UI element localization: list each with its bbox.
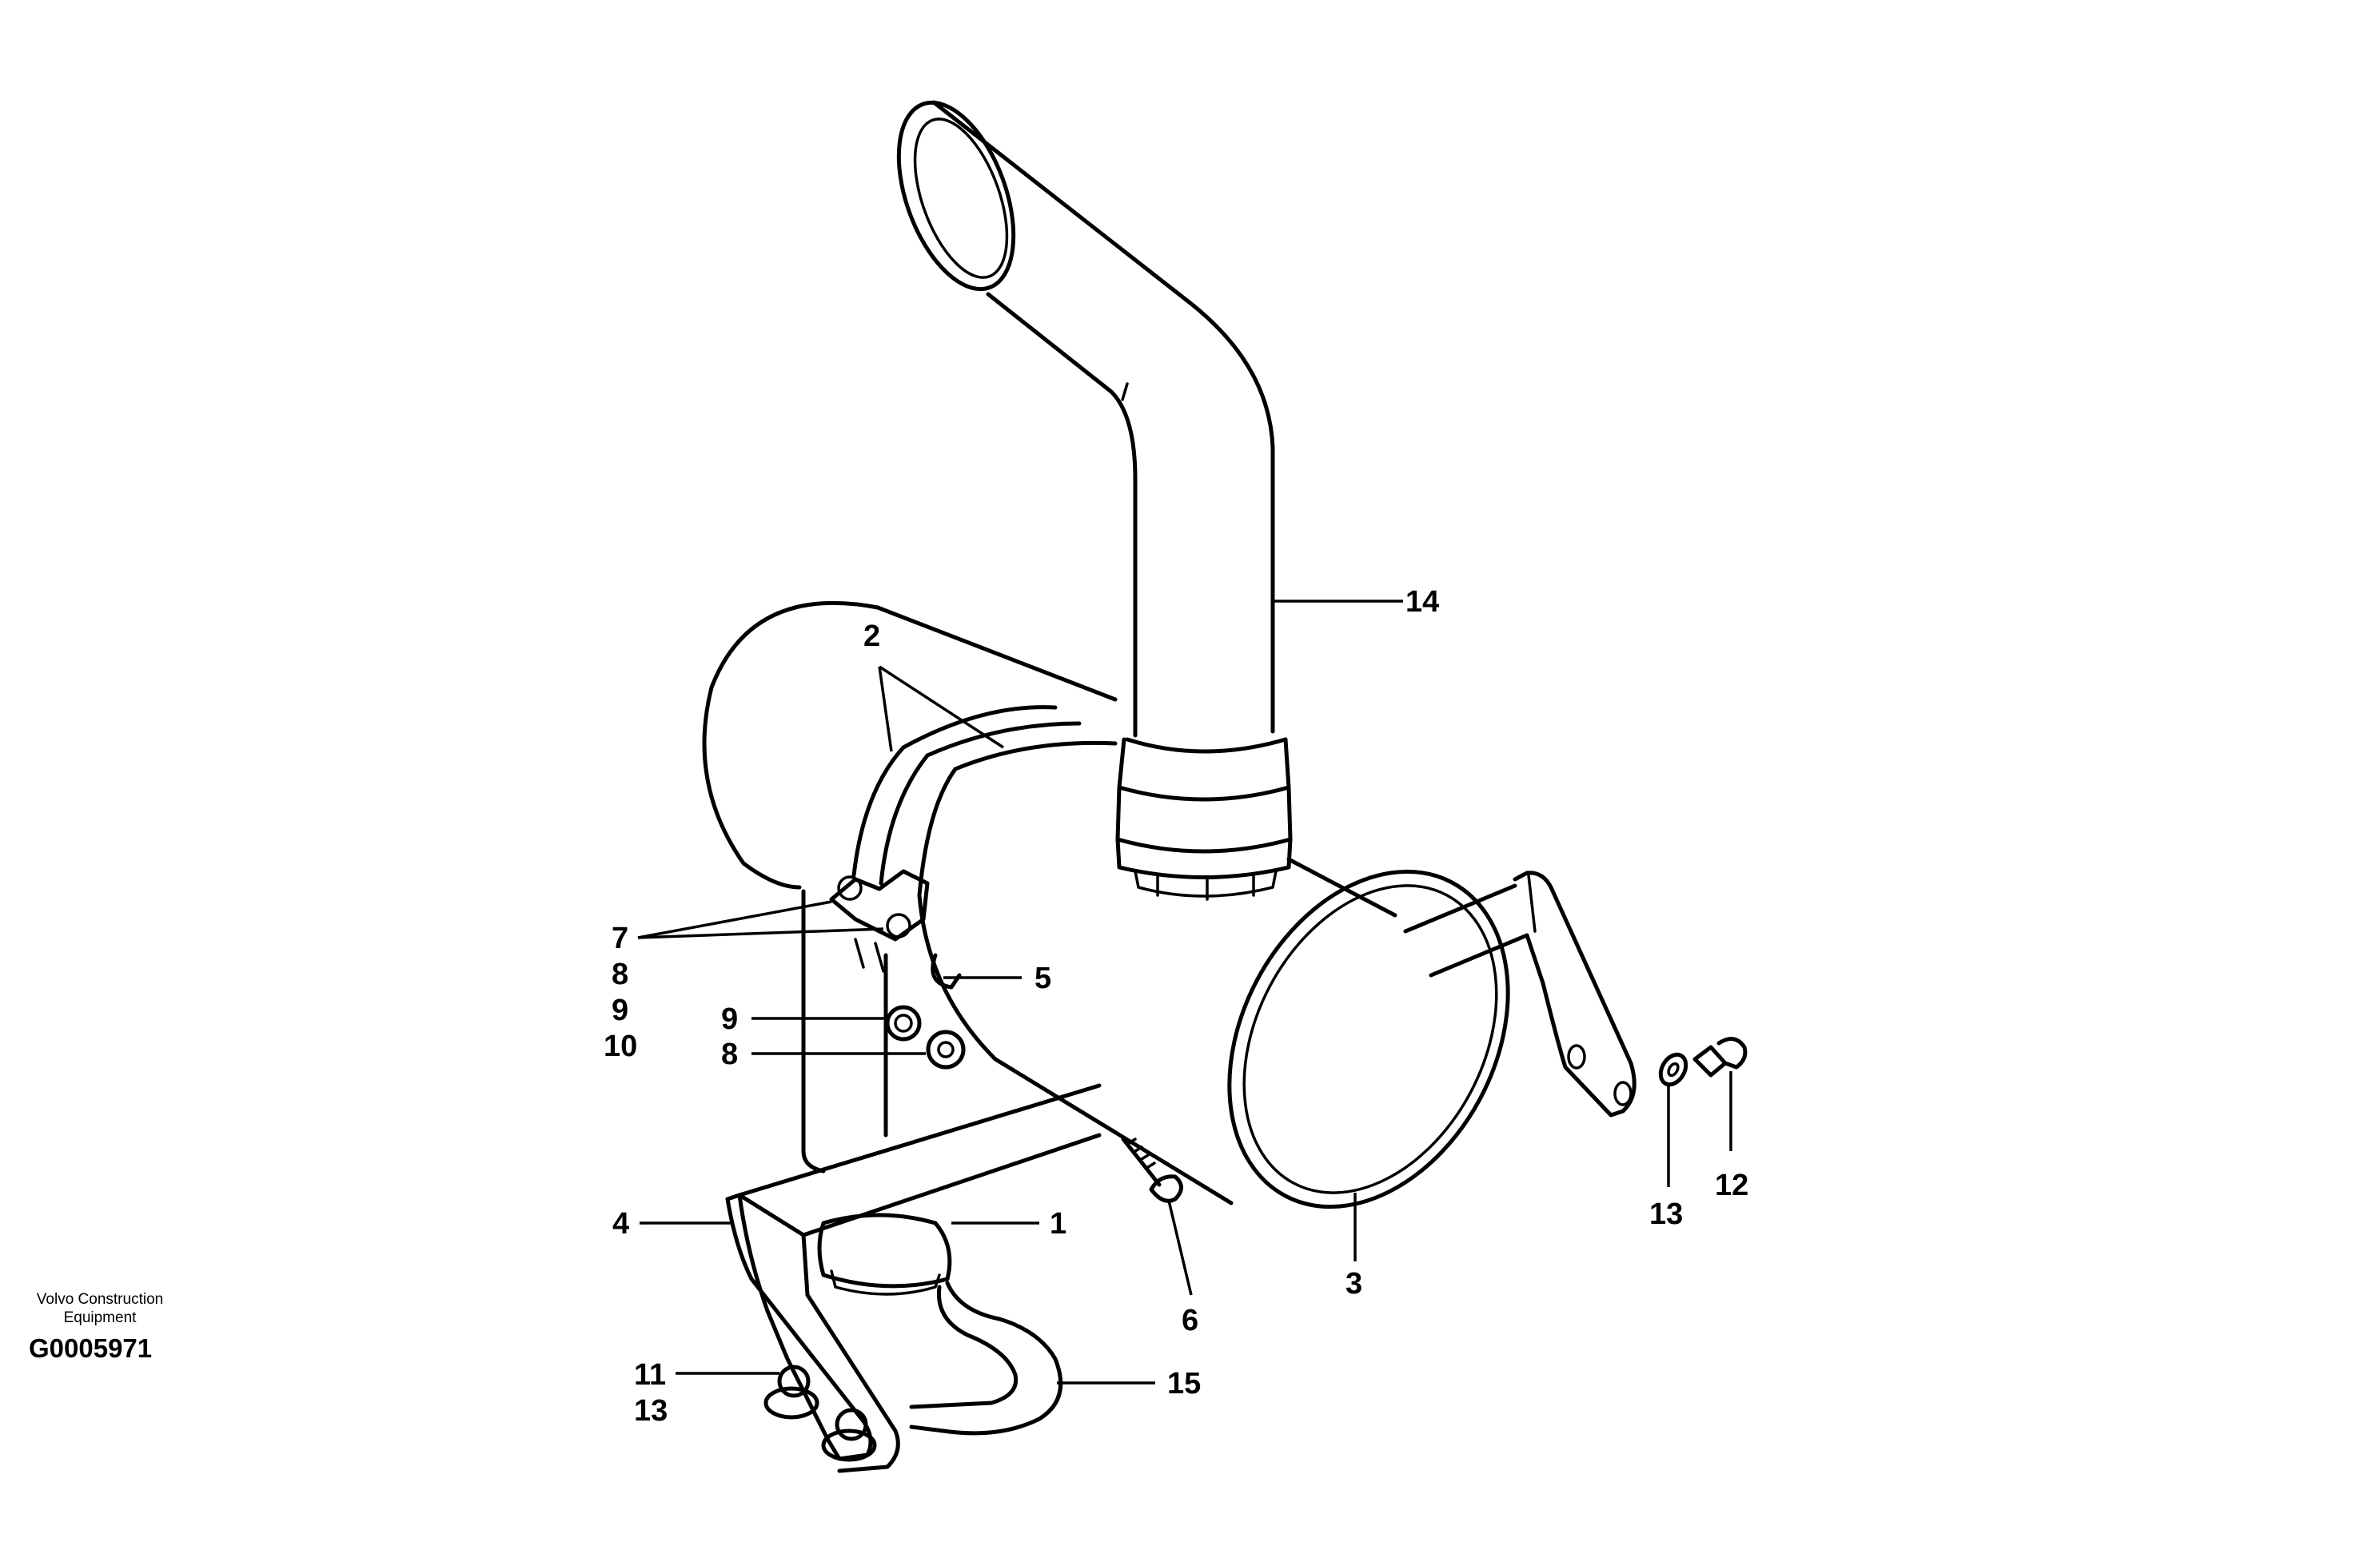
lower-bracket-bolts bbox=[763, 1365, 877, 1462]
credit-line-1: Volvo Construction bbox=[36, 1291, 164, 1308]
callout-8: 8 bbox=[721, 1038, 738, 1071]
right-washer-and-bolt bbox=[1658, 1037, 1748, 1087]
credit-line-2: Equipment bbox=[63, 1309, 137, 1326]
callout-13-left: 13 bbox=[634, 1394, 668, 1428]
lower-support-bracket bbox=[725, 1083, 1102, 1473]
callout-5: 5 bbox=[1035, 962, 1051, 995]
callout-7: 7 bbox=[612, 922, 628, 955]
band-clamp-bolts bbox=[829, 869, 962, 990]
figure-credit: Volvo Construction Equipment G0005971 bbox=[11, 1290, 189, 1364]
callout-6: 6 bbox=[1182, 1304, 1198, 1337]
right-bracket bbox=[1403, 871, 1636, 1118]
callout-10: 10 bbox=[604, 1030, 637, 1063]
stack-clamp bbox=[1115, 737, 1293, 901]
callout-15: 15 bbox=[1167, 1367, 1201, 1401]
drawing-code: G0005971 bbox=[29, 1333, 153, 1363]
callout-1: 1 bbox=[1050, 1207, 1066, 1241]
tail-pipe bbox=[896, 100, 1275, 738]
callout-3: 3 bbox=[1345, 1267, 1362, 1301]
callout-labels: 2 14 7 8 9 10 5 9 8 4 1 6 3 13 12 11 13 … bbox=[604, 585, 1748, 1428]
callout-9-group: 9 bbox=[612, 994, 628, 1027]
callout-13-right: 13 bbox=[1649, 1197, 1683, 1231]
bolt-6 bbox=[1121, 1137, 1183, 1203]
callout-8-group: 8 bbox=[612, 958, 628, 991]
callout-2: 2 bbox=[863, 620, 880, 653]
callout-12: 12 bbox=[1715, 1169, 1748, 1202]
lower-elbow-pipe bbox=[817, 1213, 1063, 1436]
callout-9: 9 bbox=[721, 1002, 738, 1036]
nut-and-washer bbox=[885, 1005, 966, 1070]
leader-lines bbox=[637, 600, 1732, 1385]
callout-14: 14 bbox=[1405, 585, 1439, 619]
callout-4: 4 bbox=[612, 1207, 629, 1241]
callout-11: 11 bbox=[634, 1358, 666, 1392]
